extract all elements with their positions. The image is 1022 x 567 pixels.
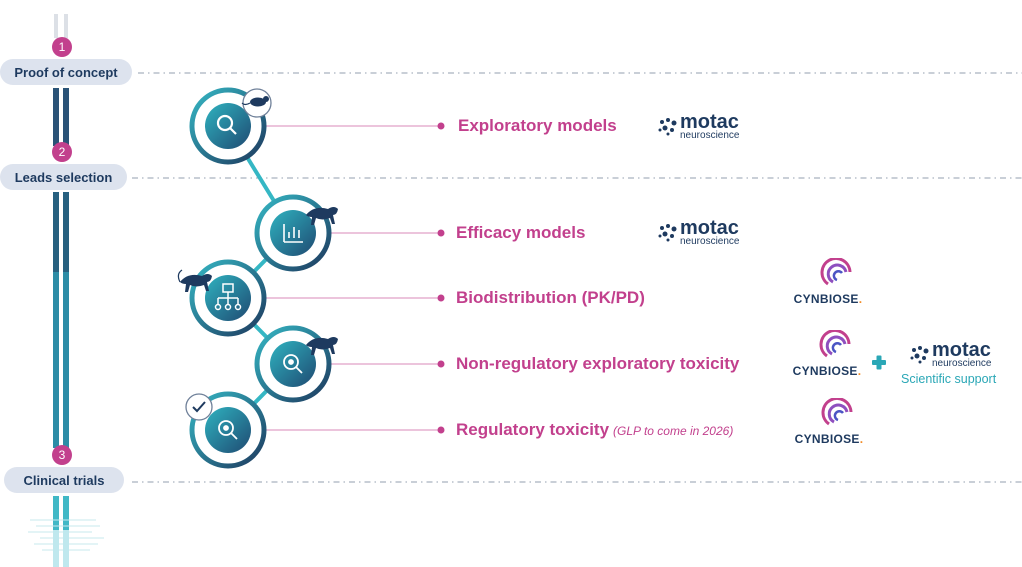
step-note-glp: (GLP to come in 2026) bbox=[613, 424, 734, 438]
step-label-regulatory-toxicity: Regulatory toxicity(GLP to come in 2026) bbox=[456, 420, 733, 440]
stage-number-3: 3 bbox=[52, 445, 72, 465]
step-label-efficacy-models: Efficacy models bbox=[456, 223, 586, 242]
distribution-tree-icon bbox=[214, 283, 242, 311]
motac-wordmark: motac bbox=[680, 111, 739, 133]
cynbiose-logo: CYNBIOSE. bbox=[790, 258, 866, 308]
step-bullet-5 bbox=[437, 426, 445, 434]
scientific-support-text: Scientific support bbox=[901, 372, 997, 386]
monkey-icon bbox=[177, 269, 212, 292]
toxicity-magnifier-icon bbox=[218, 420, 238, 440]
monkey-icon bbox=[306, 337, 338, 355]
cynbiose-dot: . bbox=[858, 292, 863, 306]
cynbiose-swirl-icon bbox=[819, 330, 851, 358]
magnifier-icon bbox=[216, 114, 237, 135]
step-circle-2 bbox=[254, 194, 332, 272]
motac-subtitle: neuroscience bbox=[932, 358, 992, 369]
cynbiose-logo: CYNBIOSE. bbox=[791, 398, 867, 448]
step-bullet-3 bbox=[437, 294, 445, 302]
toxicity-magnifier-icon bbox=[283, 354, 303, 374]
cynbiose-logo: CYNBIOSE. bbox=[789, 330, 865, 380]
motac-logo: motac neuroscience bbox=[908, 339, 992, 369]
cynbiose-wordmark: CYNBIOSE bbox=[794, 432, 860, 446]
cynbiose-dot: . bbox=[857, 364, 862, 378]
stage-number-1: 1 bbox=[52, 37, 72, 57]
step-label-exploratory-models: Exploratory models bbox=[458, 116, 617, 135]
stage-pill-proof-of-concept: Proof of concept bbox=[0, 59, 132, 85]
cynbiose-wordmark: CYNBIOSE bbox=[793, 292, 859, 306]
motac-brain-icon bbox=[658, 224, 677, 242]
checkmark-icon bbox=[185, 393, 213, 421]
cynbiose-swirl-icon bbox=[821, 398, 853, 426]
timeline-segment-1 bbox=[53, 88, 69, 146]
cynbiose-wordmark: CYNBIOSE bbox=[792, 364, 858, 378]
step-bullet-2 bbox=[437, 229, 445, 237]
step-bullet-1 bbox=[437, 122, 445, 130]
step-label-non-regulatory-toxicity: Non-regulatory exploratory toxicity bbox=[456, 354, 740, 373]
motac-subtitle: neuroscience bbox=[680, 236, 740, 247]
motac-logo: motac neuroscience bbox=[656, 111, 740, 141]
stage-pill-leads-selection: Leads selection bbox=[0, 164, 127, 190]
stage-pill-clinical-trials: Clinical trials bbox=[4, 467, 124, 493]
monkey-icon bbox=[306, 207, 338, 225]
motac-brain-icon bbox=[910, 346, 929, 364]
step-label-regulatory-toxicity-text: Regulatory toxicity bbox=[456, 420, 610, 439]
timeline-top bbox=[54, 14, 68, 38]
motac-logo: motac neuroscience bbox=[656, 217, 740, 247]
step-bullet-4 bbox=[437, 360, 445, 368]
cynbiose-dot: . bbox=[859, 432, 864, 446]
plus-icon bbox=[872, 355, 886, 370]
bar-chart-icon bbox=[283, 224, 303, 243]
cynbiose-swirl-icon bbox=[820, 258, 852, 286]
step-label-biodistribution: Biodistribution (PK/PD) bbox=[456, 288, 645, 307]
motac-wordmark: motac bbox=[680, 217, 739, 239]
motac-wordmark: motac bbox=[932, 339, 991, 361]
motac-brain-icon bbox=[658, 118, 677, 136]
timeline-segment-2 bbox=[53, 192, 69, 448]
stage-number-2: 2 bbox=[52, 142, 72, 162]
motac-subtitle: neuroscience bbox=[680, 130, 740, 141]
rodent-icon bbox=[241, 88, 272, 118]
timeline-bottom bbox=[28, 496, 104, 567]
